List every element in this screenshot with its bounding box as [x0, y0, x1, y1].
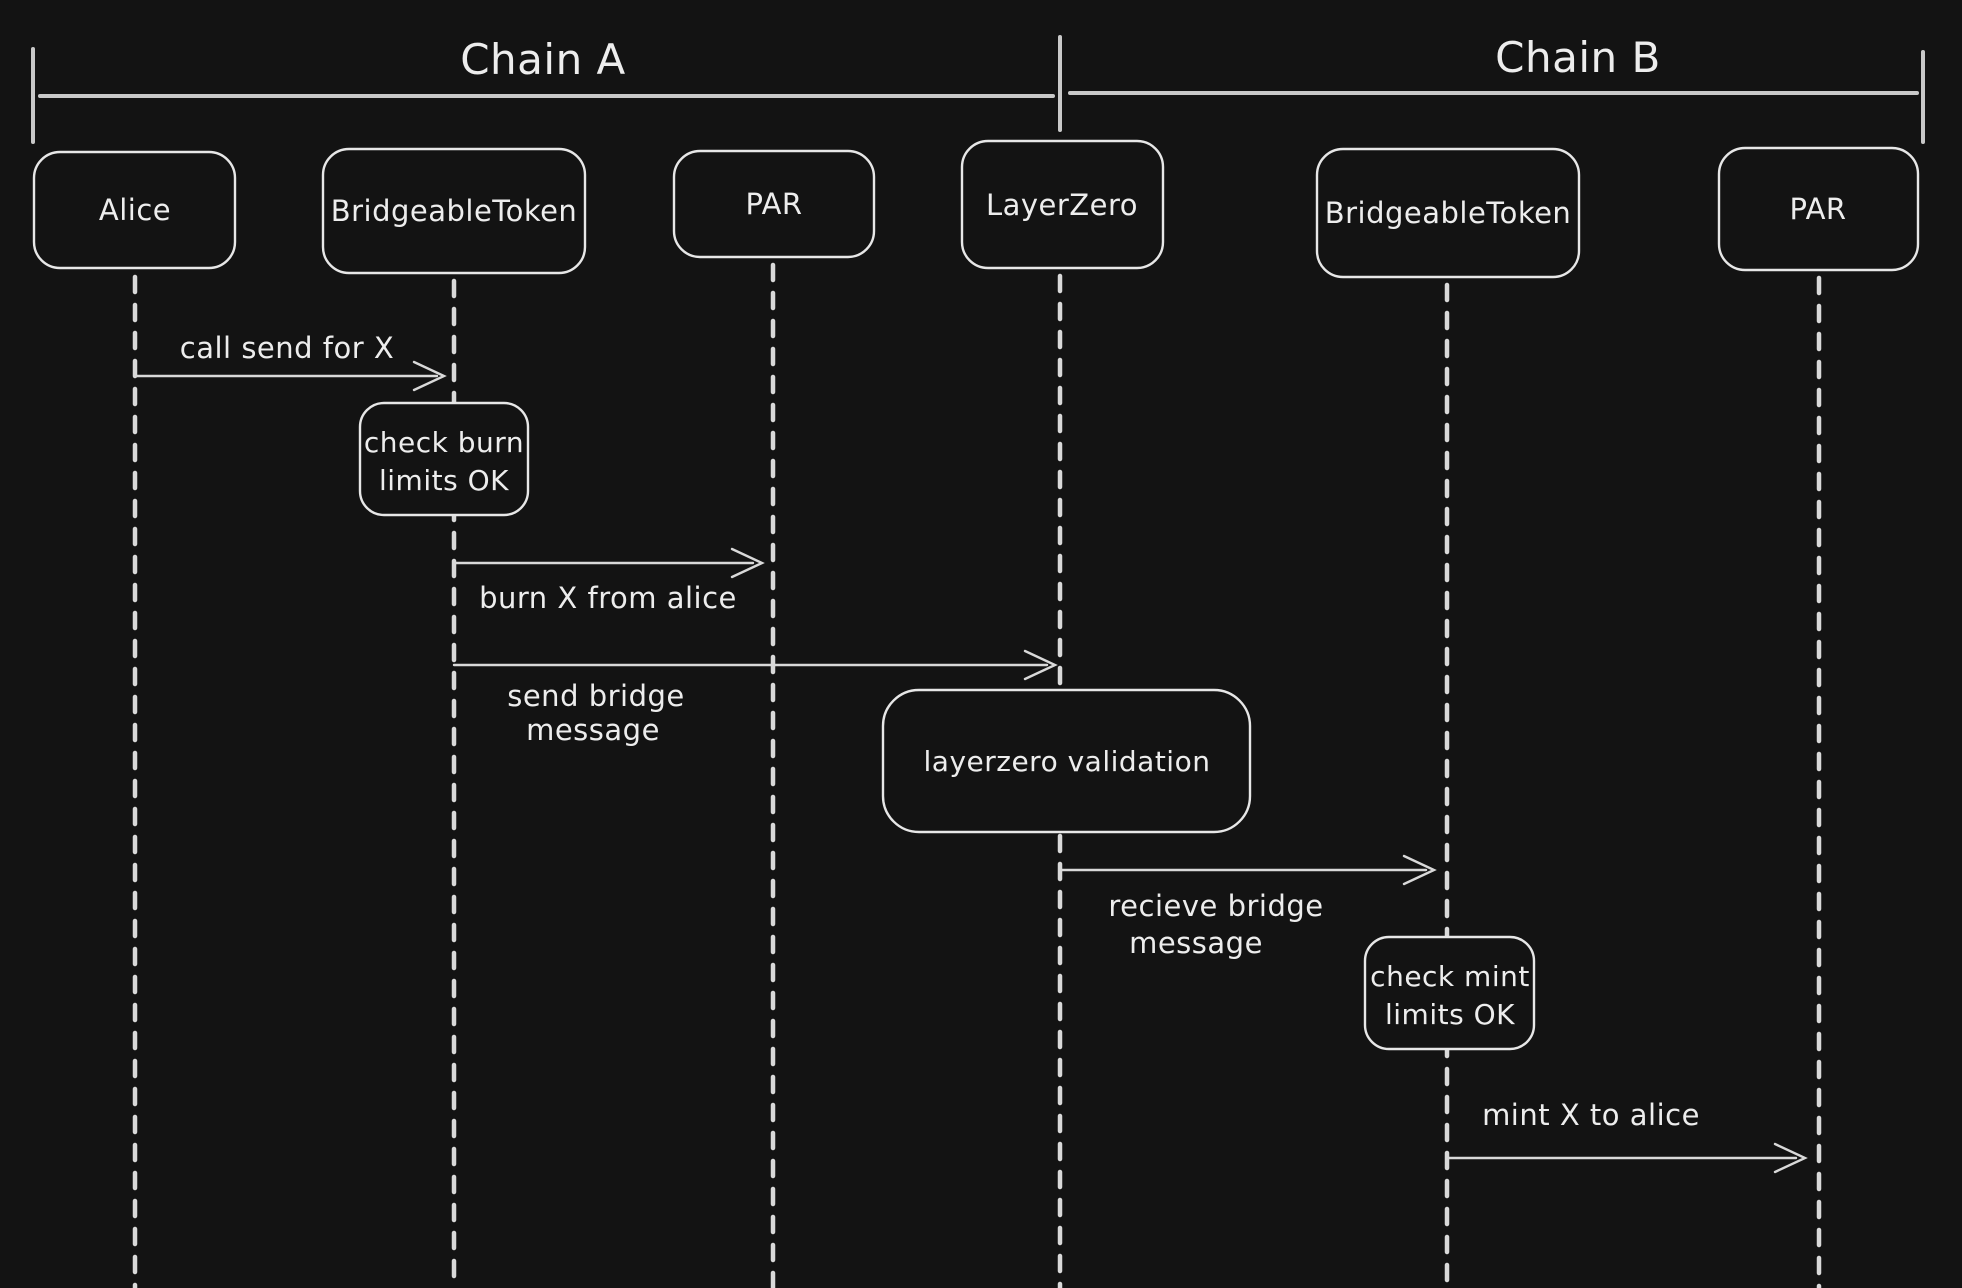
- note-2-box: [881, 688, 1252, 834]
- note-2-label: layerzero validation: [924, 745, 1211, 778]
- chain-b-label: Chain B: [1495, 33, 1661, 82]
- actor-par-a: PAR: [672, 149, 876, 259]
- actor-label-par-b: PAR: [1789, 192, 1846, 226]
- actor-label-par-a: PAR: [745, 187, 802, 221]
- message-3-label-line1: send bridge: [507, 679, 685, 713]
- note-3-line2: limits OK: [1385, 998, 1515, 1031]
- note-1-line1: check burn: [364, 426, 524, 459]
- actor-box-par-b: [1717, 146, 1920, 272]
- actor-layerzero: LayerZero: [960, 139, 1165, 270]
- chain-a-label: Chain A: [460, 35, 626, 84]
- chain-a-bracket: [31, 47, 1055, 144]
- message-1-label: call send for X: [180, 331, 394, 365]
- message-4-label-line1: recieve bridge: [1108, 889, 1323, 923]
- message-burn-x-from-alice: burn X from alice: [452, 547, 765, 615]
- actor-bridgeable-token-a: BridgeableToken: [321, 147, 587, 275]
- chain-b-bracket: [1058, 35, 1925, 144]
- message-recieve-bridge-message: recieve bridge message: [1058, 854, 1437, 960]
- message-5-label: mint X to alice: [1482, 1098, 1700, 1132]
- actor-label-alice-a: Alice: [99, 193, 171, 227]
- message-3-label-line2: message: [526, 713, 660, 747]
- actor-box-par-a: [672, 149, 876, 259]
- message-1-arrowhead: [412, 360, 447, 392]
- message-5-arrowhead: [1773, 1142, 1808, 1174]
- note-1-line2: limits OK: [379, 464, 509, 497]
- message-mint-x-to-alice: mint X to alice: [1445, 1098, 1808, 1174]
- actor-box-alice-a: [32, 150, 237, 270]
- note-3-line1: check mint: [1370, 960, 1530, 993]
- actor-box-bridgeable-token-a: [321, 147, 587, 275]
- actor-label-layerzero: LayerZero: [986, 188, 1138, 222]
- actor-par-b: PAR: [1717, 146, 1920, 272]
- actor-alice-a: Alice: [32, 150, 237, 270]
- message-3-arrowhead: [1023, 649, 1058, 681]
- actor-box-layerzero: [960, 139, 1165, 270]
- message-2-label: burn X from alice: [479, 581, 737, 615]
- note-1-box: [358, 401, 530, 517]
- actor-label-bridgeable-token-a: BridgeableToken: [331, 194, 578, 228]
- message-send-bridge-message: send bridge message: [452, 649, 1058, 747]
- actor-box-bridgeable-token-b: [1315, 147, 1581, 279]
- note-layerzero-validation: layerzero validation: [881, 688, 1252, 834]
- message-4-label-line2: message: [1129, 926, 1263, 960]
- message-4-arrowhead: [1402, 854, 1437, 886]
- note-3-box: [1363, 935, 1536, 1051]
- note-check-burn-limits: check burn limits OK: [358, 401, 530, 517]
- actor-bridgeable-token-b: BridgeableToken: [1315, 147, 1581, 279]
- actor-label-bridgeable-token-b: BridgeableToken: [1325, 196, 1572, 230]
- message-call-send-for-x: call send for X: [133, 331, 447, 392]
- message-2-arrowhead: [730, 547, 765, 579]
- note-check-mint-limits: check mint limits OK: [1363, 935, 1536, 1051]
